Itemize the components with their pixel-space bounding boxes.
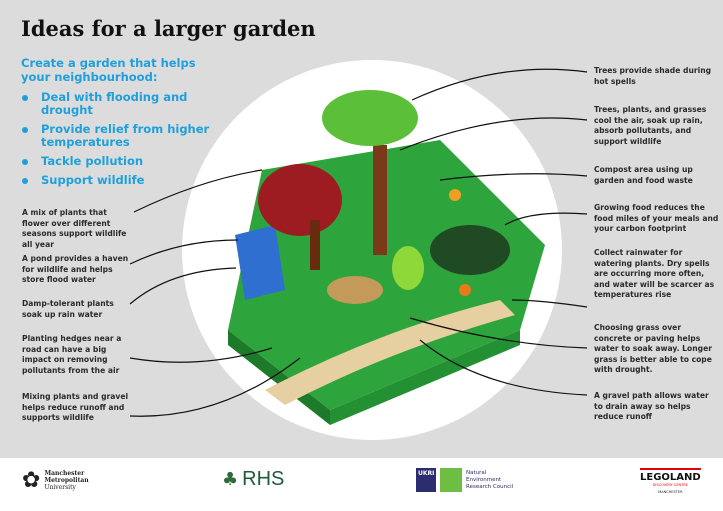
- red-tree: [258, 164, 342, 236]
- goal-item: Tackle pollution: [21, 155, 241, 168]
- connector-lines: [129, 68, 588, 417]
- label-rainwater: Collect rainwater for watering plants. D…: [594, 248, 715, 300]
- page-title: Ideas for a larger garden: [21, 16, 316, 41]
- label-gravel-path: A gravel path allows water to drain away…: [594, 391, 709, 422]
- grass-plant: [392, 246, 424, 290]
- pond: [235, 225, 285, 300]
- logo-rhs: ♣ RHS: [222, 468, 284, 491]
- rhs-tree-icon: ♣: [222, 469, 239, 490]
- label-pond: A pond provides a haven for wildlife and…: [22, 254, 129, 285]
- dark-tree: [430, 225, 510, 275]
- nerc-leaf-icon: [440, 468, 462, 492]
- gravel-path: [265, 300, 515, 405]
- goal-list: Deal with flooding and drought Provide r…: [21, 91, 241, 193]
- label-mixed-plants: A mix of plants that flower over differe…: [22, 208, 127, 249]
- label-cool-air: Trees, plants, and grasses cool the air,…: [594, 105, 707, 146]
- label-growing-food: Growing food reduces the food miles of y…: [594, 203, 719, 234]
- mmu-emblem-icon: ✿: [22, 468, 41, 493]
- goal-item: Provide relief from higher temperatures: [21, 123, 241, 149]
- mmu-line: University: [44, 484, 76, 491]
- tree-canopy: [322, 90, 418, 146]
- logo-ukri-nerc: UKRI Natural Environment Research Counci…: [416, 468, 513, 492]
- footer-logos: ✿ Manchester Metropolitan University ♣ R…: [0, 458, 723, 511]
- goal-item: Support wildlife: [21, 174, 241, 187]
- logo-mmu: ✿ Manchester Metropolitan University: [22, 468, 89, 493]
- label-trees-shade: Trees provide shade during hot spells: [594, 66, 712, 86]
- small-tree: [327, 276, 383, 304]
- logo-legoland: LEGOLAND DISCOVERY CENTRE MANCHESTER: [640, 468, 701, 494]
- legoland-city: MANCHESTER: [658, 490, 683, 494]
- label-damp-plants: Damp-tolerant plants soak up rain water: [22, 299, 114, 319]
- ukri-mark: UKRI: [416, 468, 436, 492]
- label-plants-gravel: Mixing plants and gravel helps reduce ru…: [22, 392, 129, 423]
- nerc-line: Natural: [466, 469, 487, 476]
- legoland-sub: DISCOVERY CENTRE: [652, 483, 688, 487]
- tree-trunk: [373, 145, 387, 255]
- mmu-line: Manchester: [44, 470, 85, 477]
- legoland-text: LEGOLAND: [640, 468, 701, 483]
- goal-item: Deal with flooding and drought: [21, 91, 241, 117]
- nerc-line: Environment: [466, 476, 502, 483]
- mmu-line: Metropolitan: [44, 477, 89, 484]
- label-hedges: Planting hedges near a road can have a b…: [22, 334, 122, 375]
- label-grass: Choosing grass over concrete or paving h…: [594, 323, 712, 375]
- rhs-text: RHS: [242, 468, 285, 490]
- subtitle: Create a garden that helps your neighbou…: [21, 56, 196, 84]
- nerc-line: Research Council: [466, 483, 514, 490]
- label-compost: Compost area using up garden and food wa…: [594, 165, 693, 185]
